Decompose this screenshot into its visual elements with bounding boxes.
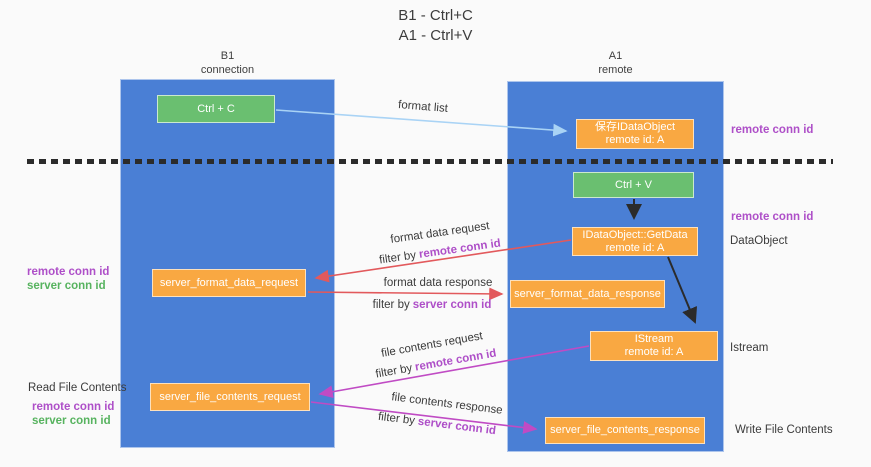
label-format-list: format list — [397, 99, 449, 115]
label-remote-conn-id-right-top: remote conn id — [731, 124, 814, 136]
node-save-line1: 保存IDataObject — [594, 121, 676, 133]
label-remote-conn-id-left-top: remote conn id — [27, 266, 110, 278]
filter-prefix: filter by — [377, 410, 416, 428]
page-title: B1 - Ctrl+C A1 - Ctrl+V — [0, 6, 871, 46]
label-format-data-response: format data response — [383, 277, 493, 289]
node-save-idataobject: 保存IDataObject remote id: A — [576, 119, 694, 149]
node-server-format-data-request: server_format_data_request — [152, 269, 306, 297]
label-file-contents-response: file contents response — [390, 391, 504, 417]
lane-a1-type: remote — [598, 64, 633, 76]
label-server-conn-id-left-bottom: server conn id — [32, 415, 111, 427]
label-write-file-contents: Write File Contents — [735, 424, 833, 436]
node-getdata-line1: IDataObject::GetData — [582, 228, 688, 241]
node-ctrl-c-label: Ctrl + C — [197, 102, 235, 115]
node-server-file-contents-request: server_file_contents_request — [150, 383, 310, 411]
node-server-file-contents-response: server_file_contents_response — [545, 417, 705, 444]
filter-prefix: filter by — [372, 299, 410, 311]
dashed-separator-line — [27, 159, 833, 164]
lane-b1-type: connection — [200, 64, 255, 76]
label-server-conn-id-left-top: server conn id — [27, 280, 106, 292]
node-format-request-label: server_format_data_request — [159, 276, 299, 289]
filter-key: server conn id — [417, 415, 497, 438]
node-istream-line1: IStream — [634, 333, 674, 345]
lane-header-b1: B1 connection — [120, 49, 335, 77]
node-getdata-line2: remote id: A — [605, 241, 665, 254]
filter-key: remote conn id — [418, 237, 502, 261]
label-remote-conn-id-right-mid: remote conn id — [731, 211, 814, 223]
node-format-response-label: server_format_data_response — [514, 287, 661, 300]
node-save-line2: remote id: A — [605, 134, 665, 146]
node-istream: IStream remote id: A — [590, 331, 718, 361]
node-ctrl-c: Ctrl + C — [157, 95, 275, 123]
label-dataobject: DataObject — [730, 235, 788, 247]
node-ctrl-v-label: Ctrl + V — [615, 178, 652, 191]
filter-prefix: filter by — [374, 362, 414, 381]
node-istream-line2: remote id: A — [624, 346, 684, 358]
node-ctrl-v: Ctrl + V — [573, 172, 694, 198]
node-idataobject-getdata: IDataObject::GetData remote id: A — [572, 227, 698, 256]
title-line-2: A1 - Ctrl+V — [398, 27, 473, 44]
lane-b1-name: B1 — [220, 50, 235, 62]
lane-a1-name: A1 — [608, 50, 623, 62]
node-server-format-data-response: server_format_data_response — [510, 280, 665, 308]
arrow-format-data-response — [307, 287, 504, 301]
lane-header-a1: A1 remote — [507, 49, 724, 77]
node-file-request-label: server_file_contents_request — [159, 390, 301, 403]
title-line-1: B1 - Ctrl+C — [398, 7, 473, 24]
filter-key: server conn id — [412, 299, 492, 311]
label-remote-conn-id-left-bottom: remote conn id — [32, 401, 115, 413]
node-file-response-label: server_file_contents_response — [550, 424, 700, 436]
label-read-file-contents: Read File Contents — [28, 382, 127, 394]
label-istream: Istream — [730, 342, 769, 354]
filter-prefix: filter by — [378, 249, 417, 267]
